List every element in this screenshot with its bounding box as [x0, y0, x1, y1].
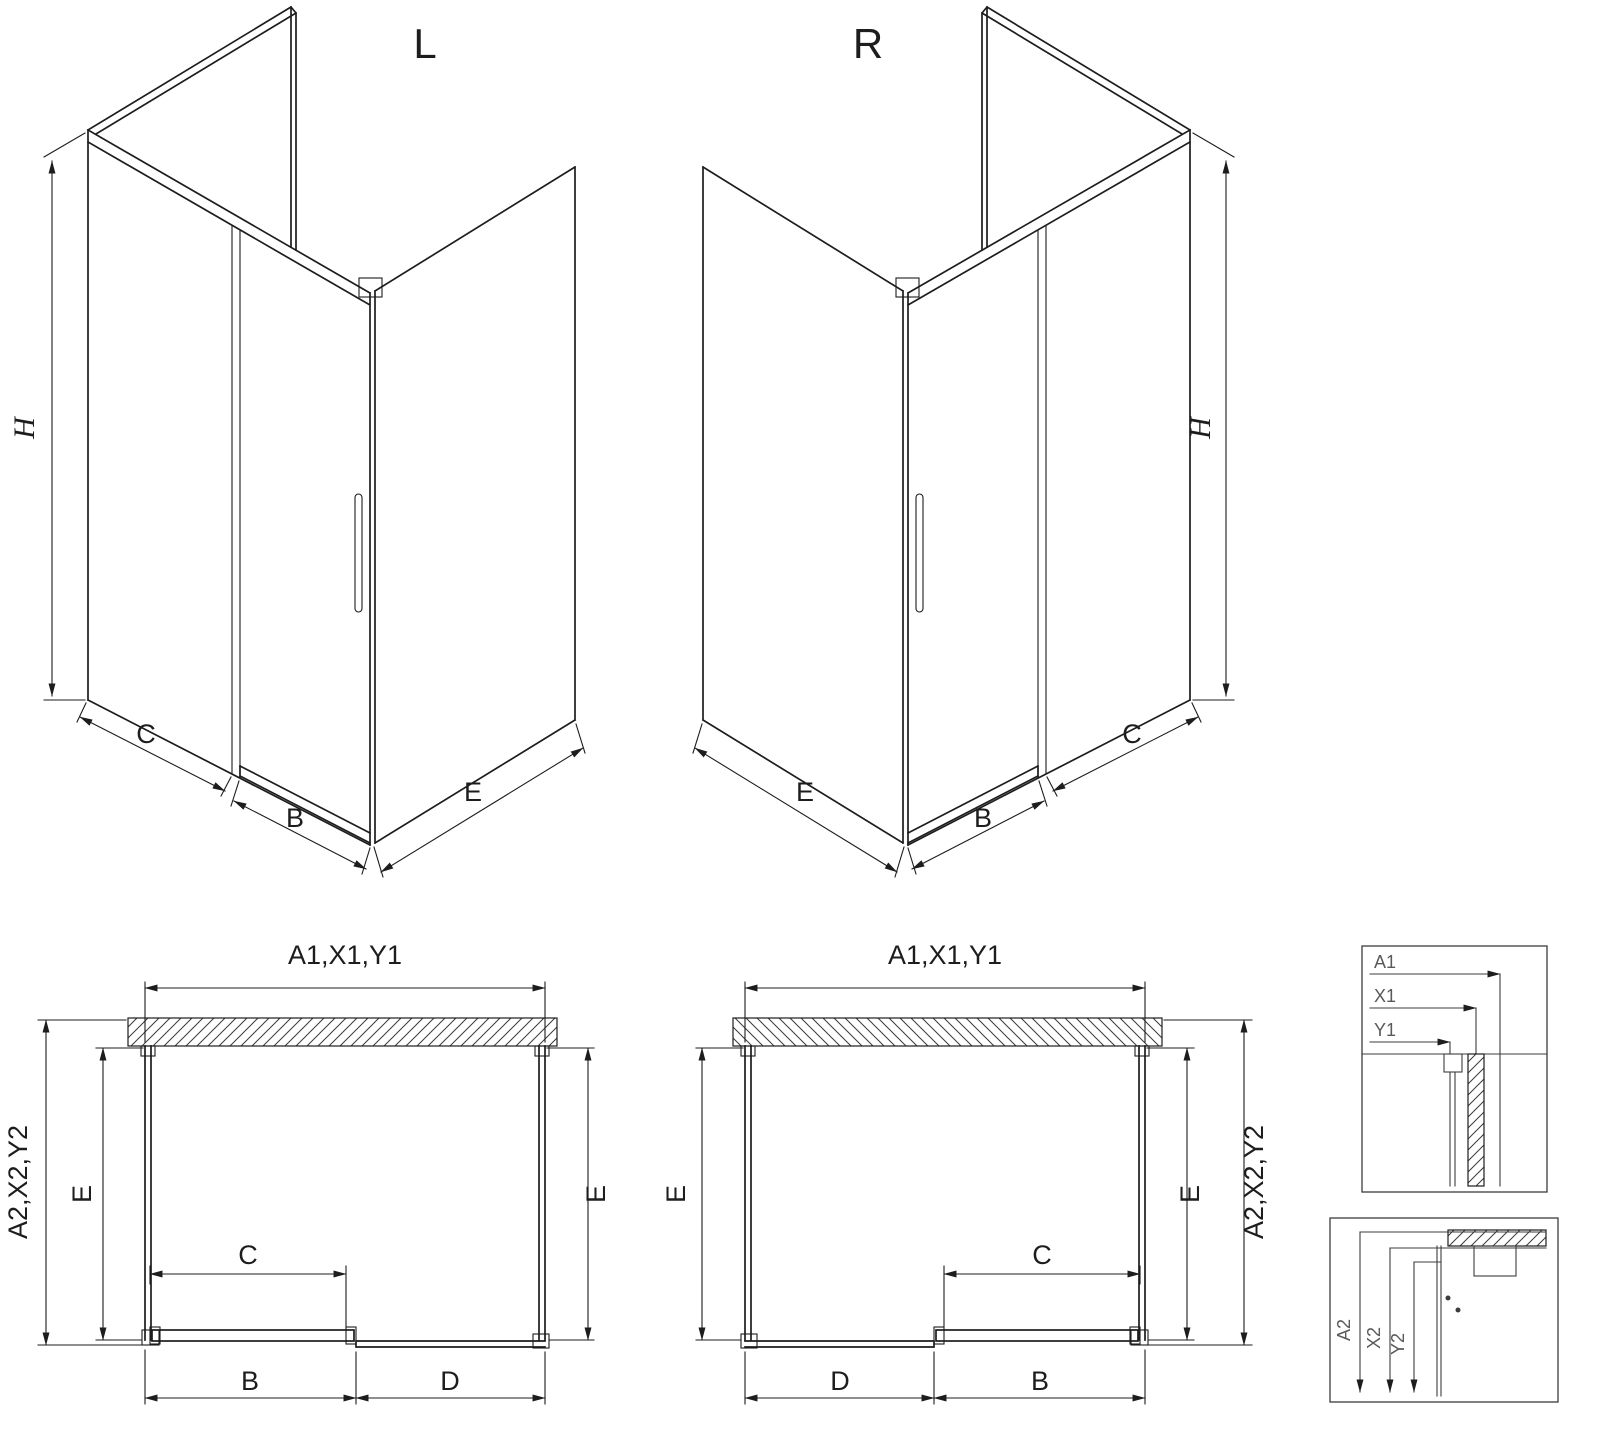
detail-label-a2: A2	[1334, 1319, 1354, 1341]
detail-bottom-profile: A2 X2 Y2	[1329, 1217, 1559, 1403]
detail-wall-profile-side	[1473, 1245, 1517, 1277]
dim-label-c-plan-right: C	[1032, 1240, 1052, 1270]
iso-dim-h	[43, 132, 86, 701]
door-handle	[354, 493, 363, 613]
dim-label-front-total-plan-right: A1,X1,Y1	[888, 940, 1002, 970]
plan-right-side-panel	[532, 1045, 550, 1349]
dim-label-h-right: H	[1184, 415, 1217, 440]
dim-label-e-plan-right-a: E	[661, 1185, 691, 1203]
dim-label-e-plan-right-b: E	[1175, 1185, 1205, 1203]
plan-view-l-linework	[37, 981, 595, 1405]
dim-label-b-iso-right: B	[974, 803, 992, 833]
dim-label-e-plan-left-a: E	[67, 1185, 97, 1203]
plan-front-fixed-panel	[355, 1340, 546, 1348]
variant-label-right: R	[853, 20, 883, 67]
dim-label-c-iso-right: C	[1122, 719, 1142, 749]
wall-section	[127, 1017, 558, 1047]
iso-back-side-panel	[86, 5, 298, 251]
iso-door-bottom-rail	[238, 764, 372, 845]
plan-dim-c	[149, 1265, 347, 1327]
plan-dim-depth-total	[37, 1019, 144, 1346]
detail-label-y1: Y1	[1374, 1020, 1396, 1040]
dim-label-depth-total-plan-left: A2,X2,Y2	[3, 1125, 33, 1239]
plan-left-side-panel	[140, 1045, 160, 1346]
iso-side-panel	[373, 165, 577, 845]
detail-top-profile: A1 X1 Y1	[1361, 945, 1548, 1193]
detail-label-x1: X1	[1374, 986, 1396, 1006]
dim-label-b-plan-left: B	[241, 1366, 259, 1396]
detail-label-y2: Y2	[1388, 1333, 1408, 1355]
dim-label-b-plan-right: B	[1031, 1366, 1049, 1396]
iso-dim-b	[230, 780, 371, 875]
dim-label-e-iso-right: E	[796, 777, 814, 807]
detail-fixing-dot-1	[1445, 1295, 1451, 1301]
plan-dim-e-left	[95, 1047, 144, 1341]
plan-sliding-door	[149, 1326, 357, 1345]
dim-label-e-iso-left: E	[464, 777, 482, 807]
dim-label-h-left: H	[8, 415, 41, 440]
iso-dim-c	[76, 702, 232, 797]
iso-front-panel	[86, 128, 383, 847]
iso-view-l-linework	[43, 5, 586, 878]
variant-label-left: L	[413, 20, 436, 67]
dim-label-c-iso-left: C	[136, 719, 156, 749]
dim-label-b-iso-left: B	[286, 803, 304, 833]
iso-door-edge-lines	[231, 225, 241, 779]
dim-label-front-total-plan-left: A1,X1,Y1	[288, 940, 402, 970]
plan-dim-d	[355, 1351, 546, 1405]
detail-label-x2: X2	[1364, 1327, 1384, 1349]
iso-dim-e	[373, 723, 586, 878]
plan-dim-front-total	[144, 981, 546, 1043]
dim-label-c-plan-left: C	[238, 1240, 258, 1270]
dim-label-d-plan-left: D	[440, 1366, 460, 1396]
plan-dim-e-right	[546, 1047, 595, 1341]
dim-label-e-plan-left-b: E	[581, 1185, 611, 1203]
detail-wall-section-top	[1467, 1053, 1485, 1187]
iso-view-r-linework	[693, 7, 1234, 877]
detail-label-a1: A1	[1374, 952, 1396, 972]
detail-wall-profile-top	[1443, 1053, 1463, 1073]
detail-fixing-dot-2	[1455, 1307, 1461, 1313]
dim-label-depth-total-plan-right: A2,X2,Y2	[1239, 1125, 1269, 1239]
dim-label-d-plan-right: D	[830, 1366, 850, 1396]
plan-view-r-linework	[696, 982, 1252, 1404]
